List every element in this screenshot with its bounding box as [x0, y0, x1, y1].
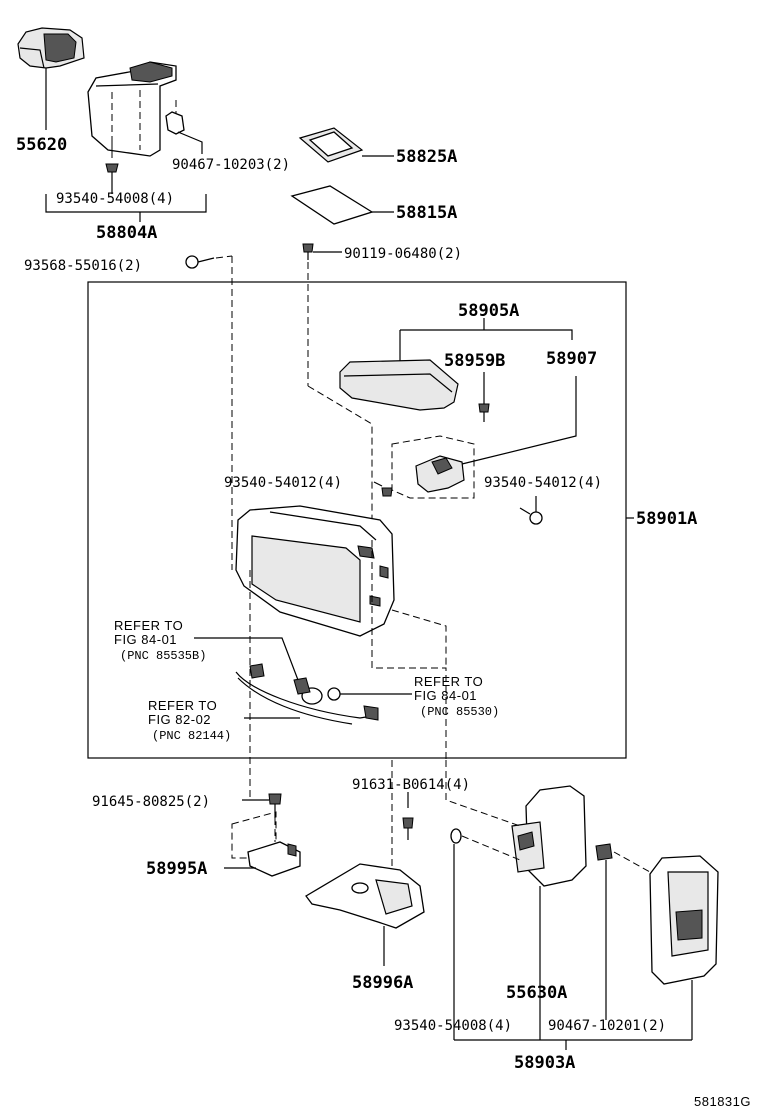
label-93540-54012-left: 93540-54012(4) — [224, 475, 342, 491]
screw-93540-54012-right — [519, 496, 543, 525]
label-58804A: 58804A — [96, 223, 157, 243]
screw-91645-80825 — [242, 793, 282, 818]
screw-93540-54008-top — [105, 140, 119, 180]
part-58996A-bracket — [305, 863, 425, 929]
ref-a-line3: (PNC 85535B) — [120, 649, 206, 663]
ref-a-line2: FIG 84-01 — [114, 632, 177, 647]
label-91645-80825: 91645-80825(2) — [92, 794, 210, 810]
label-93540-54012-right: 93540-54012(4) — [484, 475, 602, 491]
label-58995A: 58995A — [146, 859, 207, 879]
leader-ref-a — [194, 637, 299, 681]
part-58804A-upper — [87, 61, 177, 157]
ref-b-line3: (PNC 85530) — [420, 705, 499, 719]
clip-90467-10203 — [165, 100, 185, 135]
ref-c-line2: FIG 82-02 — [148, 712, 211, 727]
part-58825A-pad — [298, 127, 364, 163]
label-93568-55016: 93568-55016(2) — [24, 258, 142, 274]
label-58959B: 58959B — [444, 351, 505, 371]
label-91631-B0614: 91631-B0614(4) — [352, 777, 470, 793]
label-93540-54008-bottom: 93540-54008(4) — [394, 1018, 512, 1034]
ref-a-line1: REFER TO — [114, 618, 183, 633]
part-58995A-bracket — [231, 811, 301, 877]
label-58907: 58907 — [546, 349, 597, 369]
label-58815A: 58815A — [396, 203, 457, 223]
part-58903A-rear-cover — [649, 855, 719, 985]
label-58905A: 58905A — [458, 301, 519, 321]
leader-58907 — [461, 376, 577, 465]
label-55620: 55620 — [16, 135, 67, 155]
screw-93540-54008-bottom — [450, 828, 462, 1040]
part-55630A-cap — [511, 785, 587, 887]
diagram-code: 581831G — [694, 1094, 751, 1109]
part-switch-85535B — [293, 677, 311, 695]
label-58996A: 58996A — [352, 973, 413, 993]
label-90467-10203: 90467-10203(2) — [172, 157, 290, 173]
bracket-58804A — [45, 194, 207, 213]
clip-90467-10201 — [595, 843, 613, 1020]
part-hinge-58907 — [391, 435, 475, 499]
label-58903A: 58903A — [514, 1053, 575, 1073]
label-55630A: 55630A — [506, 983, 567, 1003]
bracket-58905A — [400, 329, 573, 340]
part-armrest-lid — [339, 359, 459, 411]
part-55620-cap — [17, 27, 85, 69]
screw-91631-B0614 — [402, 817, 414, 840]
screw-93540-54012-left — [373, 481, 393, 497]
screw-93568-55016 — [185, 255, 215, 269]
part-58815A-sheet — [290, 185, 374, 225]
ref-b-line1: REFER TO — [414, 674, 483, 689]
label-58825A: 58825A — [396, 147, 457, 167]
leader-90467-10203 — [177, 131, 203, 154]
label-90119-06480: 90119-06480(2) — [344, 246, 462, 262]
part-socket-85530 — [327, 687, 412, 701]
ref-c-line3: (PNC 82144) — [152, 729, 231, 743]
assembly-58901A-frame — [87, 281, 627, 759]
label-58901A: 58901A — [636, 509, 697, 529]
screw-58959B — [478, 372, 490, 422]
ref-c-line1: REFER TO — [148, 698, 217, 713]
ref-b-line2: FIG 84-01 — [414, 688, 477, 703]
label-93540-54008-top: 93540-54008(4) — [56, 191, 174, 207]
label-90467-10201: 90467-10201(2) — [548, 1018, 666, 1034]
screw-90119-06480 — [302, 243, 342, 260]
part-console-box — [235, 505, 395, 637]
